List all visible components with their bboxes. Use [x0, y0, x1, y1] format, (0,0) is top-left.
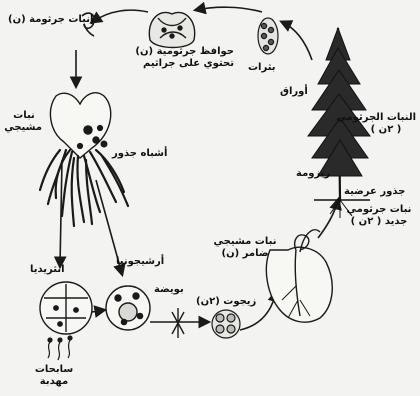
label-new-sporophyte: نبات جرثومي جديد ( ٢ن ): [346, 204, 412, 228]
label-sporophyte-line1: النبات الجرثومي: [356, 112, 416, 124]
label-sporangia-line1: حوافظ جرثومية (ن): [144, 46, 234, 58]
label-withered-gametophyte: نبات مشيجي ضامر (ن): [212, 236, 278, 260]
label-sporophyte-line2: ( ٢ن ): [356, 124, 416, 136]
label-sporangia: حوافظ جرثومية (ن) تحتوي على جراثيم: [144, 46, 234, 70]
sporangium: [149, 12, 194, 47]
label-sporangia-line2: تحتوي على جراثيم: [144, 58, 234, 70]
label-gametophyte-line1: نبات: [6, 110, 42, 122]
rhizoids: [40, 150, 128, 226]
label-gametophyte: نبات مشيجي: [6, 110, 42, 134]
arrow-antheridium-to-egg: [92, 310, 104, 312]
zygote: [212, 310, 240, 338]
sperm-cells: [48, 336, 72, 360]
label-withered-gametophyte-line2: ضامر (ن): [212, 248, 278, 260]
label-adventitious-roots: جذور عرضية: [344, 186, 405, 198]
label-new-sporophyte-line2: جديد ( ٢ن ): [346, 216, 412, 228]
label-withered-gametophyte-line1: نبات مشيجي: [212, 236, 278, 248]
arrow-sori-to-sporangia: [196, 7, 262, 12]
archegonium: [106, 286, 150, 330]
label-sperms-line1: سابحات: [24, 364, 84, 376]
label-spore-germination: إنبات جرثومة (ن): [8, 14, 93, 26]
sorus: [258, 18, 278, 54]
gametophyte-prothallus: [50, 93, 110, 158]
label-antheridium: انثريديا: [30, 264, 65, 276]
arrow-spores-to-germination: [92, 10, 148, 22]
fertilization-mark: [172, 308, 184, 338]
label-sporophyte: النبات الجرثومي ( ٢ن ): [356, 112, 416, 136]
arrow-leaves-to-sori: [282, 22, 312, 60]
label-rhizoids: أشباه جذور: [112, 148, 167, 160]
label-sperms: سابحات مهدبة: [24, 364, 84, 388]
label-sori: بثرات: [248, 62, 276, 74]
label-sperms-line2: مهدبة: [24, 376, 84, 388]
label-leaves: أوراق: [280, 86, 308, 98]
arrow-young-to-adult-sporophyte: [318, 200, 338, 238]
label-egg: بويضة: [154, 284, 184, 296]
antheridium: [40, 282, 92, 334]
label-archegonium: أرشيجونيا: [116, 256, 164, 268]
label-gametophyte-line2: مشيجي: [6, 122, 42, 134]
label-new-sporophyte-line1: نبات جرثومي: [346, 204, 412, 216]
label-rhizome: ريزومة: [296, 168, 330, 180]
label-zygote: زيجوت (٢ن): [196, 296, 256, 308]
